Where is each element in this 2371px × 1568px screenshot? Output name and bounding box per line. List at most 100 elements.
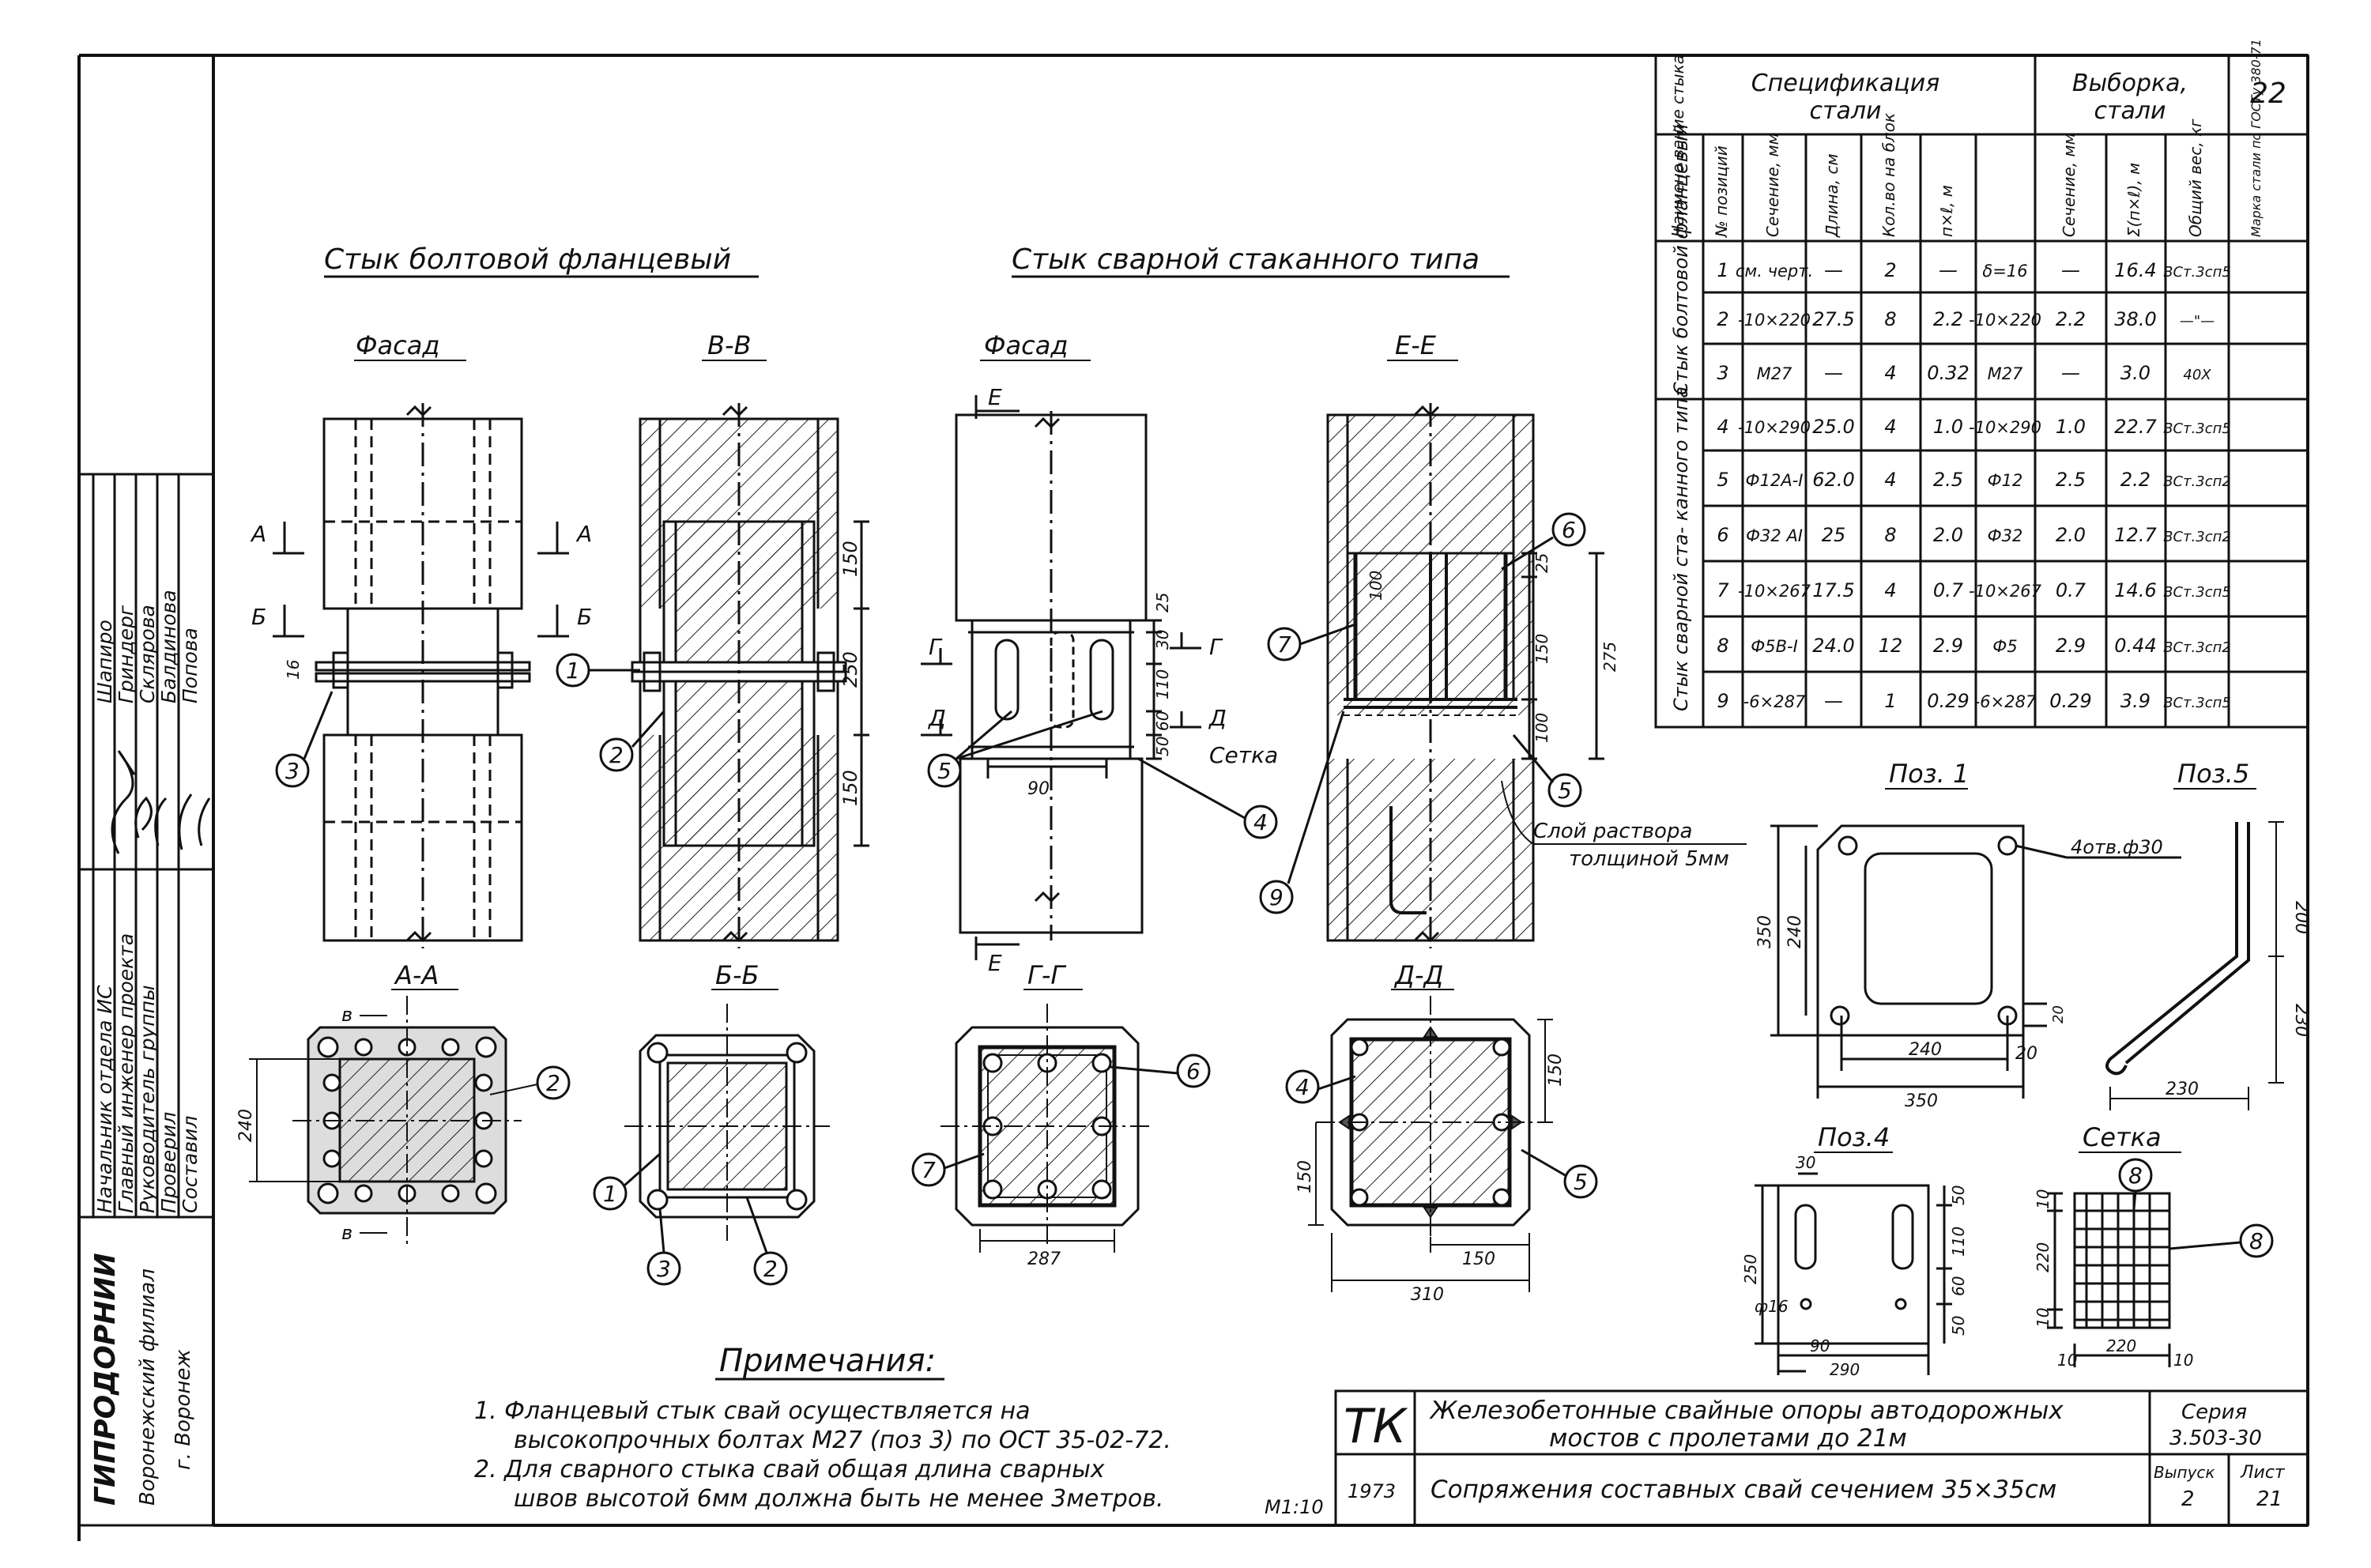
- weld-joint-title: Стык сварной стаканного типа: [1012, 243, 1480, 276]
- col-section: Сечение, мм: [1763, 133, 1782, 237]
- section-titles: Стык болтовой фланцевый Стык сварной ста…: [324, 243, 1510, 278]
- spec-cell-r4-c1: 4: [1717, 416, 1728, 438]
- issue: 2: [2181, 1487, 2195, 1511]
- spec-cell-r2-c4: 8: [1884, 308, 1896, 330]
- spec-cell-r8-c3: 24.0: [1812, 635, 1854, 657]
- spec-cell-r1-c6: δ=16: [1982, 262, 2027, 281]
- dim-vv-150b: 150: [839, 770, 861, 806]
- note-line-2: высокопрочных болтах М27 (поз 3) по ОСТ …: [514, 1427, 1171, 1454]
- dim-p4-290: 290: [1830, 1360, 1860, 1379]
- spec-cell-r5-c9: ВСт.3сп2: [2163, 473, 2231, 490]
- setka-note: Сетка: [1209, 742, 1278, 768]
- spec-cell-r4-c4: 4: [1884, 416, 1896, 438]
- spec-cell-r3-c3: —: [1824, 362, 1843, 384]
- dim-p4-90: 90: [1810, 1336, 1830, 1355]
- spec-cell-r7-c1: 7: [1717, 579, 1729, 601]
- stamp-name-4: Балдинова: [157, 590, 180, 703]
- dim-f2-25: 25: [1153, 593, 1172, 612]
- dim-s-220v: 220: [2034, 1242, 2052, 1272]
- spec-cell-r8-c7: 2.9: [2056, 635, 2086, 657]
- dim-p4-30: 30: [1796, 1153, 1815, 1172]
- callout-2: 2: [609, 742, 624, 768]
- spec-cell-r1-c7: —: [2061, 259, 2080, 281]
- dim-p1-20a: 20: [2015, 1044, 2037, 1064]
- spec-table: Спецификация стали Выборка, стали 22 Наи…: [1654, 39, 2309, 729]
- view-vv: В-В: [707, 330, 751, 360]
- spec-cell-r5-c3: 62.0: [1812, 469, 1854, 491]
- dim-p1-240v: 240: [1785, 915, 1805, 948]
- callout-6-gg: 6: [1186, 1058, 1201, 1084]
- spec-cell-r6-c2: Ф32 АI: [1746, 526, 1803, 545]
- callout-7-gg: 7: [922, 1157, 936, 1183]
- spec-cell-r6-c6: Ф32: [1988, 526, 2023, 545]
- dim-f2-30: 30: [1153, 630, 1172, 650]
- dim-p1-240h: 240: [1909, 1040, 1942, 1060]
- mark-a-left: А: [250, 521, 266, 547]
- issue-label: Выпуск: [2154, 1463, 2215, 1482]
- spec-cell-r1-c3: —: [1824, 259, 1843, 281]
- spec-cell-r2-c6: -10×220: [1969, 311, 2041, 330]
- col-pos: № позиций: [1712, 145, 1731, 238]
- col-qty: Кол.во на блок: [1879, 113, 1898, 237]
- dim-p4-50b: 50: [1949, 1316, 1968, 1336]
- mark-d-left: Д: [927, 705, 946, 731]
- hole16-label: ф16: [1755, 1297, 1789, 1316]
- spec-cell-r9-c3: —: [1824, 690, 1843, 712]
- stamp-role-3: Руководитель группы: [136, 985, 159, 1213]
- section-ee-view: 100 25 150 100 275 Слой раствора толщино…: [1326, 403, 1747, 948]
- dim-vv-250: 250: [839, 651, 861, 688]
- spec-cell-r5-c7: 2.5: [2056, 469, 2086, 491]
- notes-block: Примечания: 1. Фланцевый стык свай осуще…: [474, 1343, 1171, 1513]
- spec-cell-r3-c5: 0.32: [1927, 362, 1969, 384]
- spec-cell-r1-c2: см. черт.: [1736, 262, 1813, 281]
- org-city: г. Воронеж: [172, 1349, 195, 1470]
- series-label: Серия: [2181, 1400, 2247, 1424]
- mortar-label-2: толщиной 5мм: [1569, 847, 1729, 871]
- section-vv-view: 150 250 150: [631, 403, 869, 948]
- dim-ee-275: 275: [1600, 642, 1619, 672]
- spec-header-2: стали: [1809, 97, 1881, 125]
- poz5-drawing: 200 230 230: [2105, 821, 2311, 1110]
- spec-cell-r3-c1: 3: [1717, 362, 1728, 384]
- spec-cell-r1-c8: 16.4: [2114, 259, 2156, 281]
- spec-cell-r2-c5: 2.2: [1933, 308, 1963, 330]
- holes-label: 4отв.ф30: [2071, 836, 2163, 858]
- view-poz4: Поз.4: [1818, 1122, 1890, 1152]
- section-bb-view: 1 3 2: [593, 1004, 830, 1286]
- note-line-3: 2. Для сварного стыка свай общая длина с…: [474, 1456, 1105, 1483]
- stamp-name-2: Гриндерг: [115, 605, 138, 703]
- spec-cell-r3-c9: 40Х: [2183, 367, 2211, 383]
- group-bolt: Стык болтовой фланцевый: [1670, 124, 1692, 395]
- mark-b-right: Б: [577, 604, 592, 630]
- view-poz5: Поз.5: [2177, 759, 2249, 789]
- spec-cell-r5-c5: 2.5: [1933, 469, 1963, 491]
- stamp-role-4: Проверил: [157, 1112, 180, 1213]
- callout-7a: 7: [1277, 631, 1291, 658]
- spec-cell-r2-c9: —"—: [2180, 313, 2215, 330]
- callout-9: 9: [1269, 884, 1284, 910]
- dim-f2-110: 110: [1153, 669, 1172, 699]
- spec-cell-r2-c8: 38.0: [2114, 308, 2156, 330]
- dim-dd-150b: 150: [1295, 1160, 1315, 1193]
- dim-p4-50a: 50: [1949, 1185, 1968, 1205]
- spec-cell-r5-c6: Ф12: [1988, 471, 2023, 490]
- stamp-name-1: Шапиро: [93, 620, 116, 703]
- spec-cell-r1-c9: ВСт.3сп5: [2163, 264, 2231, 281]
- mark-g-right: Г: [1209, 634, 1223, 660]
- col-nl: п×ℓ, м: [1937, 185, 1956, 237]
- spec-cell-r7-c2: -10×267: [1738, 582, 1811, 601]
- dim-s-10d: 10: [2173, 1351, 2193, 1370]
- callout-1-bb: 1: [603, 1181, 617, 1207]
- spec-cell-r7-c3: 17.5: [1812, 579, 1854, 601]
- col-weight: Общий вес, кг: [2186, 119, 2205, 237]
- spec-cell-r9-c2: -6×287: [1743, 692, 1806, 711]
- spec-cell-r6-c7: 2.0: [2056, 524, 2086, 546]
- dim-f2-60: 60: [1153, 711, 1172, 731]
- notes-title: Примечания:: [719, 1343, 936, 1379]
- view-poz1: Поз. 1: [1889, 759, 1969, 789]
- stamp-role-5: Составил: [179, 1116, 202, 1213]
- spec-cell-r7-c9: ВСт.3сп5: [2163, 584, 2231, 601]
- dim-s-10c: 10: [2057, 1351, 2077, 1370]
- mark-a-right: А: [575, 521, 592, 547]
- spec-cell-r2-c1: 2: [1717, 308, 1728, 330]
